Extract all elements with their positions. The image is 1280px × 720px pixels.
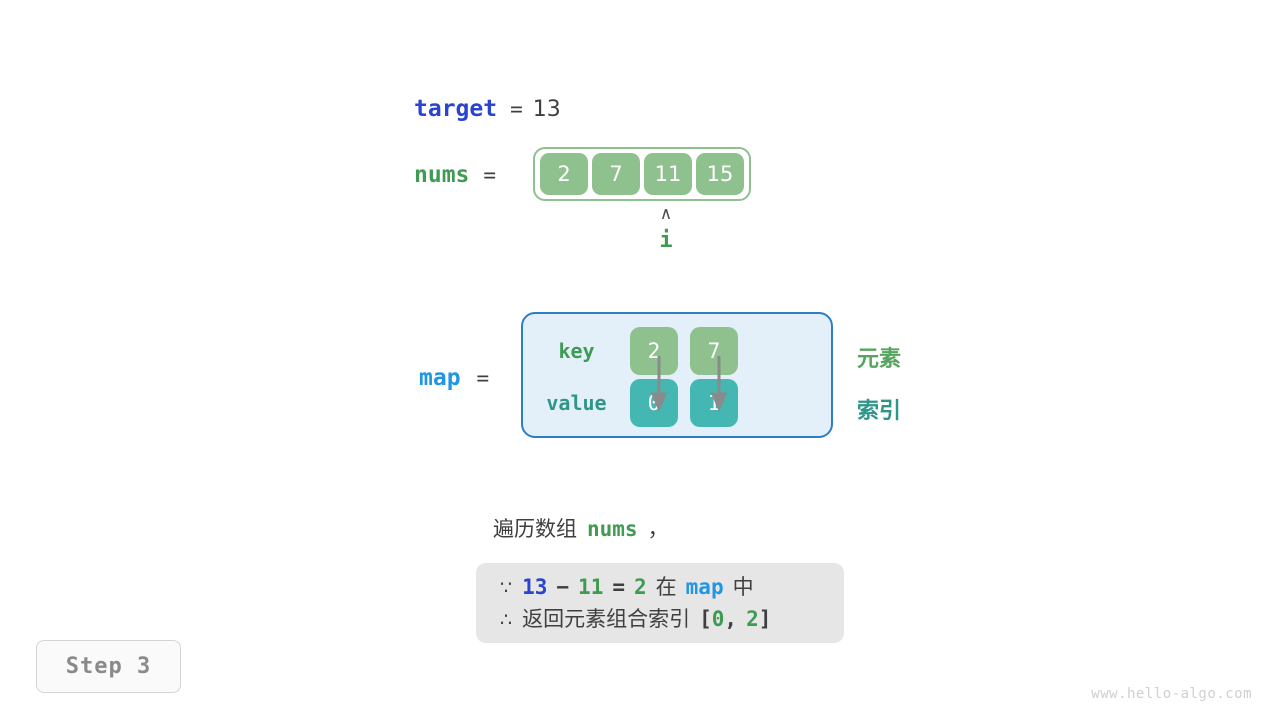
caption-traverse-array: 遍历数组 nums ，: [493, 513, 669, 543]
map-value-cell: 1: [690, 379, 738, 427]
index-pointer-group: ∧ i: [643, 206, 689, 252]
caption-suffix-text: ，: [647, 517, 669, 541]
because-symbol: ∵: [500, 577, 513, 599]
map-key-cells: 2 7: [630, 327, 738, 375]
step-badge: Step 3: [36, 640, 181, 693]
target-value: 13: [532, 96, 561, 122]
map-variable-name: map: [419, 365, 461, 391]
nums-cell: 7: [592, 153, 640, 195]
map-value-cells: 0 1: [630, 379, 738, 427]
map-value-cell: 0: [630, 379, 678, 427]
premise-minus-sign: −: [556, 575, 570, 599]
premise-zhong-text: 中: [732, 575, 754, 599]
nums-cell: 15: [696, 153, 744, 195]
nums-variable-name: nums: [414, 162, 470, 188]
therefore-symbol: ∴: [500, 609, 513, 631]
target-equals-sign: =: [510, 97, 523, 121]
map-key-row: key 2 7: [523, 325, 738, 377]
result-bracket-open: [: [699, 607, 712, 631]
caption-code-nums: nums: [587, 517, 638, 541]
premise-map-keyword: map: [685, 575, 724, 599]
target-variable-name: target: [414, 96, 498, 122]
map-equals-sign: =: [476, 366, 490, 390]
result-index-second: 2: [746, 607, 759, 631]
pointer-caret-icon: ∧: [659, 204, 673, 224]
map-key-cell: 2: [630, 327, 678, 375]
premise-complement-value: 2: [634, 575, 647, 599]
legend-index-label: 索引: [857, 399, 902, 424]
conclusion-line-result: ∴ 返回元素组合索引 [ 0 , 2 ]: [500, 603, 820, 635]
conclusion-box: ∵ 13 − 11 = 2 在 map 中 ∴ 返回元素组合索引 [ 0 , 2…: [476, 563, 844, 643]
premise-target-value: 13: [522, 575, 548, 599]
map-container: key 2 7 value 0 1: [521, 312, 833, 438]
result-index-first: 0: [711, 607, 725, 631]
caption-prefix-text: 遍历数组: [493, 517, 577, 541]
pointer-label-i: i: [659, 228, 673, 253]
map-declaration: map =: [419, 361, 489, 395]
premise-zai-text: 在: [655, 575, 677, 599]
conclusion-line-premise: ∵ 13 − 11 = 2 在 map 中: [500, 571, 820, 603]
footer-watermark-url: www.hello-algo.com: [1091, 686, 1252, 702]
map-value-row-label: value: [546, 391, 607, 415]
nums-equals-sign: =: [483, 163, 497, 187]
nums-cell: 11: [644, 153, 692, 195]
map-key-row-label: key: [558, 339, 595, 363]
result-text: 返回元素组合索引: [522, 607, 691, 631]
result-comma: ,: [724, 607, 738, 631]
map-key-cell: 7: [690, 327, 738, 375]
map-value-row: value 0 1: [523, 377, 738, 429]
result-bracket-close: ]: [758, 607, 772, 631]
nums-cell: 2: [540, 153, 588, 195]
premise-current-element: 11: [578, 575, 604, 599]
premise-equals-sign: =: [612, 575, 625, 599]
nums-declaration: nums =: [414, 158, 496, 192]
legend-element-label: 元素: [857, 347, 902, 372]
target-declaration: target = 13: [414, 92, 561, 126]
nums-array-container: 2 7 11 15: [533, 147, 751, 201]
